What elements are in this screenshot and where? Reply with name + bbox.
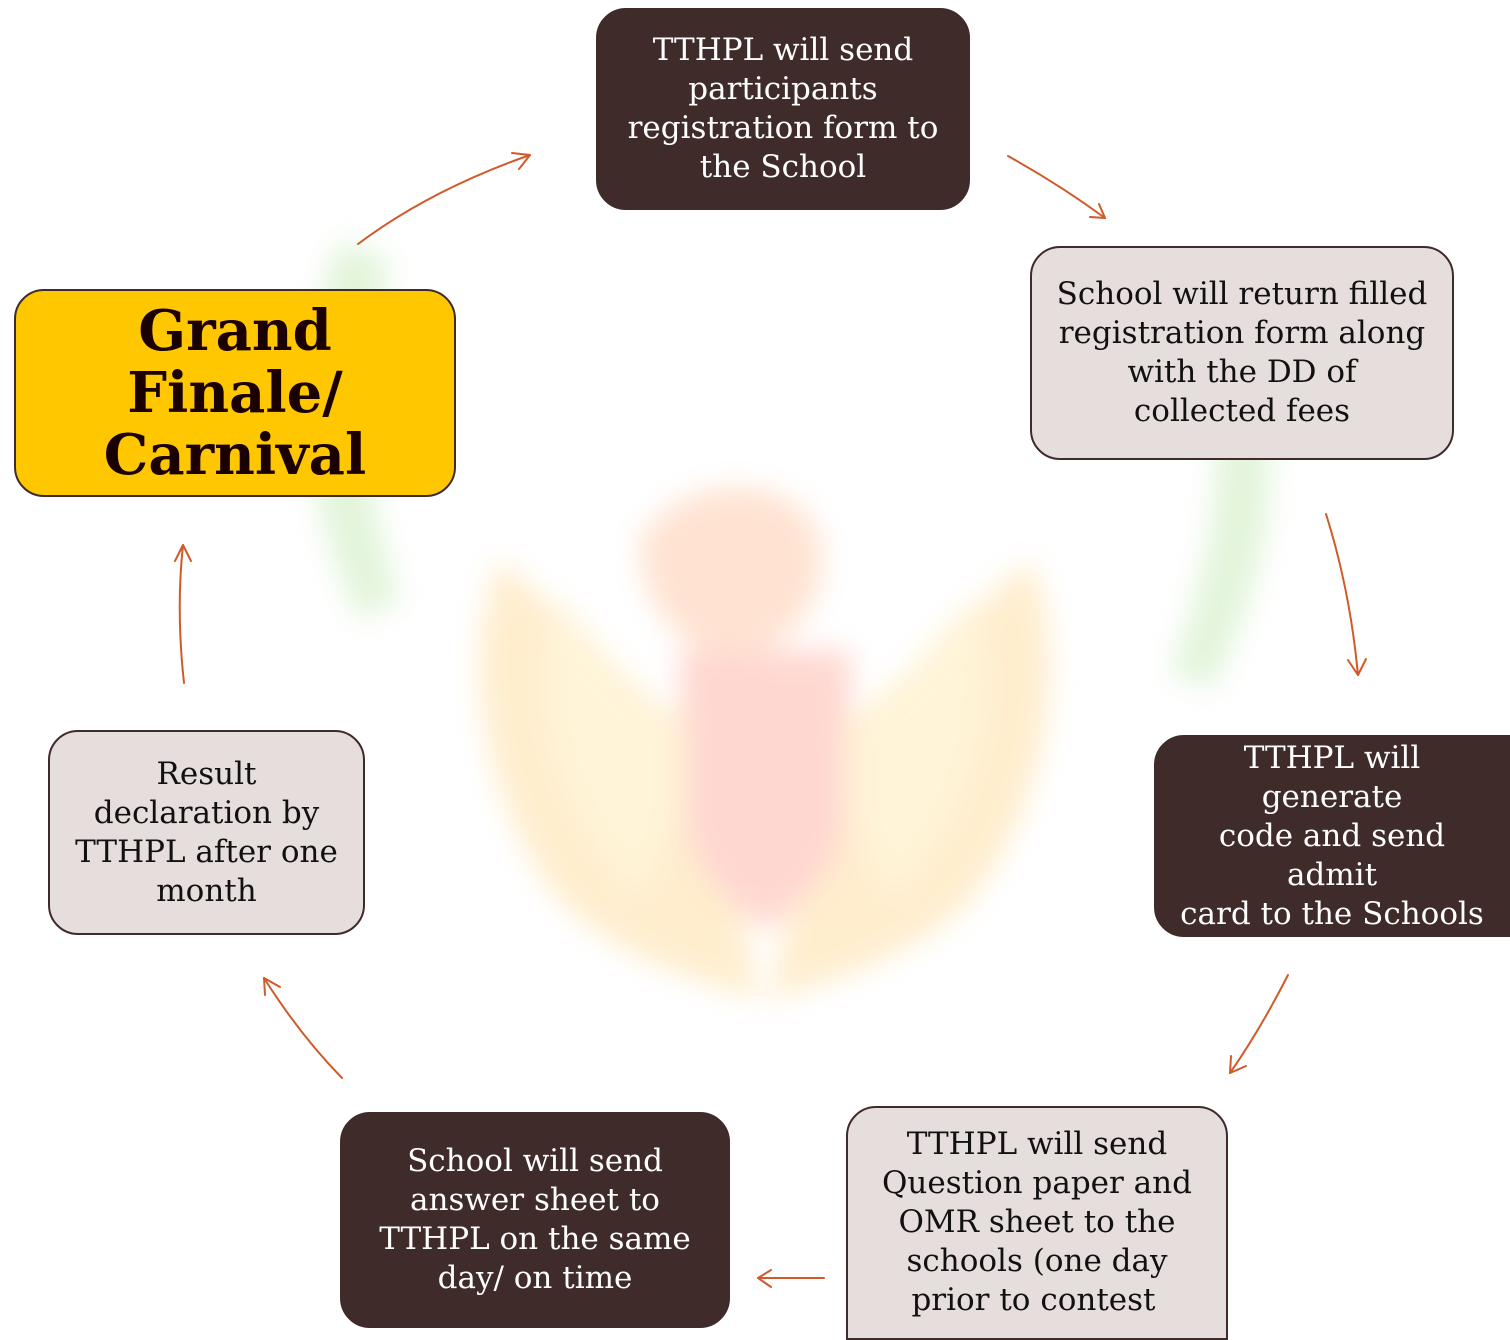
- grand-finale-carnival-text: Grand Finale/ Carnival: [103, 298, 367, 488]
- step-send-answer-sheet-text: School will send answer sheet to TTHPL o…: [379, 1143, 691, 1296]
- step-send-answer-sheet: School will send answer sheet to TTHPL o…: [340, 1112, 730, 1328]
- arrow-registration-to-return: [1007, 155, 1106, 219]
- arrowhead-7: [174, 544, 192, 562]
- step-generate-admit-card-text: TTHPL will generate code and send admit …: [1180, 739, 1484, 932]
- arrowhead-3: [1347, 658, 1367, 676]
- arrow-grand-finale-to-registration: [357, 154, 531, 245]
- arrow-result-to-grand-finale: [178, 544, 185, 684]
- step-send-registration-form: TTHPL will send participants registratio…: [596, 8, 970, 210]
- arrowhead-4: [1229, 1055, 1247, 1074]
- step-result-declaration: Result declaration by TTHPL after one mo…: [48, 730, 365, 935]
- step-generate-admit-card: TTHPL will generate code and send admit …: [1154, 735, 1510, 937]
- step-send-registration-form-text: TTHPL will send participants registratio…: [627, 32, 939, 185]
- step-send-question-paper-tail: ): [1155, 1294, 1163, 1315]
- step-return-registration-form: School will return filled registration f…: [1030, 246, 1454, 460]
- arrowhead-2: [1089, 203, 1106, 219]
- arrow-answer-sheet-to-result: [263, 977, 343, 1079]
- arrowhead-1: [511, 152, 531, 170]
- step-return-registration-form-text: School will return filled registration f…: [1056, 276, 1428, 429]
- step-send-question-paper-text: TTHPL will send Question paper and OMR s…: [882, 1126, 1192, 1318]
- step-result-declaration-text: Result declaration by TTHPL after one mo…: [75, 755, 338, 909]
- arrow-return-to-admit-card: [1325, 513, 1359, 676]
- grand-finale-carnival: Grand Finale/ Carnival: [14, 289, 456, 497]
- arrowhead-6: [263, 977, 281, 996]
- step-send-question-paper: TTHPL will send Question paper and OMR s…: [846, 1106, 1228, 1340]
- arrow-admit-card-to-question-paper: [1229, 974, 1289, 1074]
- arrowhead-5: [757, 1269, 772, 1288]
